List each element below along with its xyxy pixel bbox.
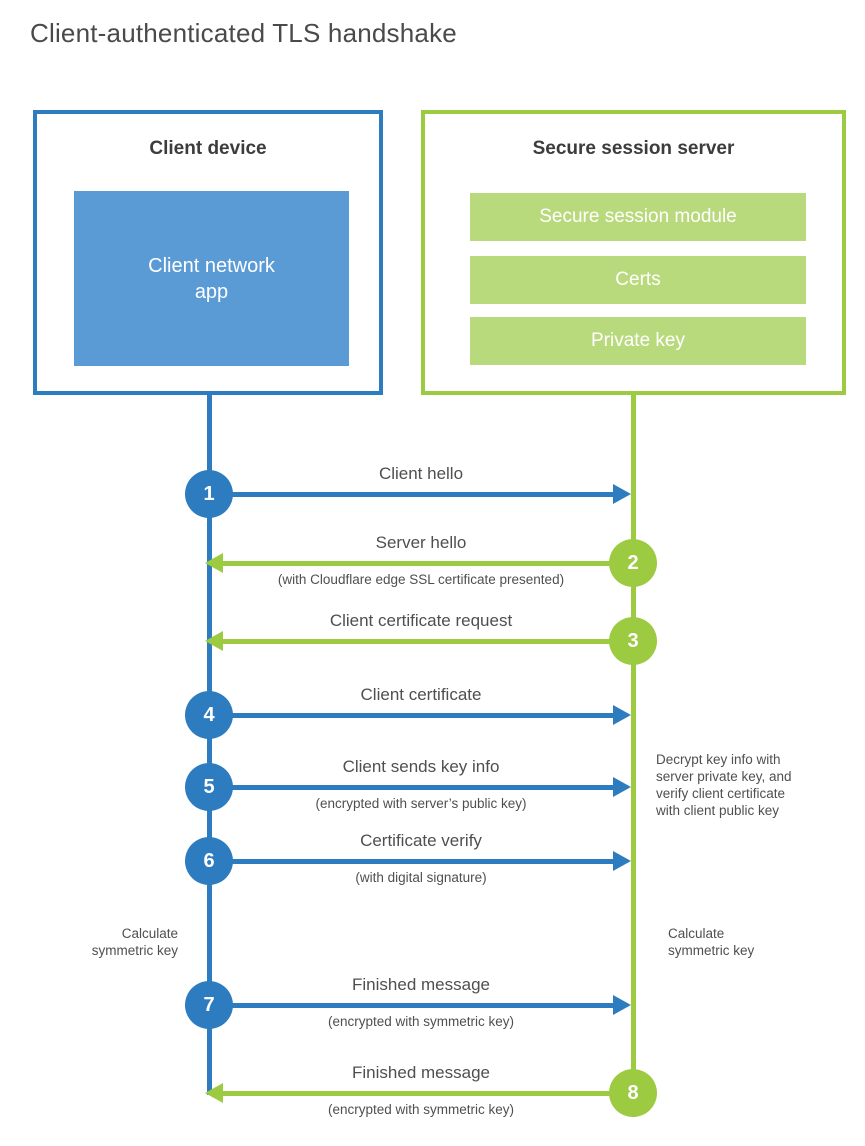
server-private-key-bar: Private key [470, 317, 806, 365]
step-number-badge-6: 6 [185, 837, 233, 885]
step-label: Client hello [378, 464, 464, 483]
step-number-badge-1: 1 [185, 470, 233, 518]
step-number-badge-4: 4 [185, 691, 233, 739]
step-sublabel: (encrypted with server’s public key) [315, 796, 527, 811]
client-device-title: Client device [149, 138, 267, 159]
server-module-bar: Secure session module [470, 193, 806, 241]
server-certs-bar: Certs [470, 256, 806, 304]
arrow-line-right [209, 1003, 613, 1008]
step-label: Client certificate [360, 685, 482, 704]
server-lifeline [631, 393, 636, 1095]
arrowhead-left-icon [205, 1083, 223, 1103]
step-number-badge-3: 3 [609, 617, 657, 665]
arrowhead-left-icon [205, 553, 223, 573]
arrowhead-right-icon [613, 484, 631, 504]
step-sublabel: (encrypted with symmetric key) [327, 1014, 515, 1029]
arrowhead-right-icon [613, 777, 631, 797]
arrow-line-right [209, 859, 613, 864]
arrowhead-right-icon [613, 705, 631, 725]
arrow-line-right [209, 492, 613, 497]
client-network-app-box: Client network app [74, 191, 349, 366]
arrowhead-right-icon [613, 995, 631, 1015]
step-number-badge-8: 8 [609, 1069, 657, 1117]
step-label: Client certificate request [329, 611, 513, 630]
arrow-line-right [209, 785, 613, 790]
arrow-line-left [223, 1091, 633, 1096]
step-label: Certificate verify [360, 831, 482, 850]
step-label: Finished message [352, 975, 490, 994]
client-device-box: Client device Client network app [33, 110, 383, 395]
arrow-line-right [209, 713, 613, 718]
step-sublabel: (with digital signature) [355, 870, 487, 885]
decrypt-note: Decrypt key info with server private key… [656, 752, 792, 818]
step-number-badge-2: 2 [609, 539, 657, 587]
arrow-line-left [223, 639, 633, 644]
step-label: Client sends key info [342, 757, 500, 776]
step-label: Finished message [352, 1063, 490, 1082]
calculate-symmetric-key-note-right: Calculate symmetric key [668, 926, 755, 958]
arrow-line-left [223, 561, 633, 566]
server-box-title: Secure session server [532, 138, 735, 159]
step-sublabel: (with Cloudflare edge SSL certificate pr… [277, 572, 565, 587]
page-title: Client-authenticated TLS handshake [30, 18, 457, 48]
step-number-badge-7: 7 [185, 981, 233, 1029]
client-lifeline [207, 393, 212, 1095]
calculate-symmetric-key-note-left: Calculate symmetric key [91, 926, 178, 958]
arrowhead-right-icon [613, 851, 631, 871]
step-sublabel: (encrypted with symmetric key) [327, 1102, 515, 1117]
arrowhead-left-icon [205, 631, 223, 651]
step-number-badge-5: 5 [185, 763, 233, 811]
step-label: Server hello [375, 533, 467, 552]
secure-session-server-box: Secure session server Secure session mod… [421, 110, 846, 395]
